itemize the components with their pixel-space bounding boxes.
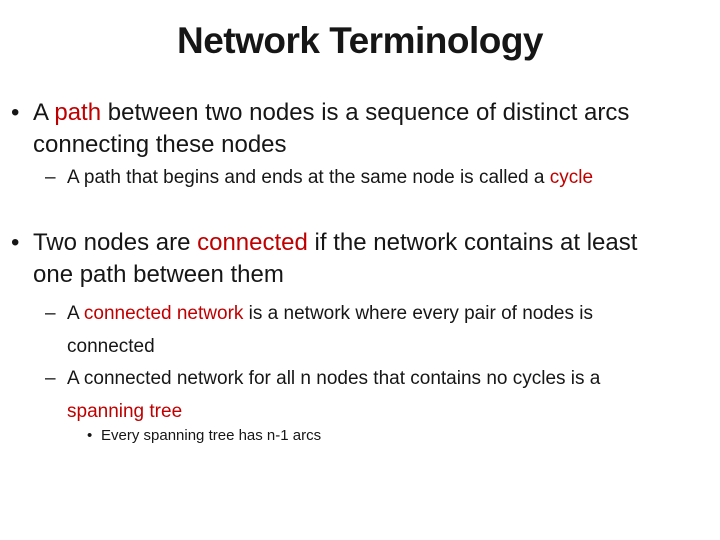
text-segment: A [67,303,84,324]
bullet-item-level2: –A connected network is a network where … [0,297,714,363]
text-line: spanning tree [67,395,714,428]
bullet-text: Two nodes are connected if the network c… [0,227,714,291]
bullet-text: A path that begins and ends at the same … [0,161,714,194]
text-line: Every spanning tree has n-1 arcs [101,425,714,447]
text-line: connected [67,330,714,363]
text-segment: connecting these nodes [33,131,287,158]
bullet-item-level1: • Two nodes are connected if the network … [0,227,714,291]
highlighted-term: connected network [83,303,244,324]
text-line: one path between them [33,259,714,291]
text-line: A connected network for all n nodes that… [67,362,714,395]
text-segment: A path that begins and ends at the same … [67,167,550,188]
text-line: A path between two nodes is a sequence o… [33,97,714,129]
bullet-item-level2: –A path that begins and ends at the same… [0,161,714,194]
text-segment: Every spanning tree has n-1 arcs [101,427,322,444]
text-segment: is a network where every pair of nodes i… [243,303,593,324]
dash-bullet-marker: – [45,303,56,324]
dot-bullet-marker: • [87,427,93,444]
highlighted-term: cycle [549,167,594,188]
text-segment: A [33,99,55,126]
text-segment: A connected network for all n nodes that… [67,368,601,389]
highlighted-term: connected [197,229,308,256]
text-segment: if the network contains at least [307,229,638,256]
text-segment: connected [67,336,155,357]
dash-bullet-marker: – [45,368,56,389]
text-line: A connected network is a network where e… [67,297,714,330]
text-segment: Two nodes are [33,229,198,256]
dot-bullet-marker: • [11,229,20,256]
bullet-text: A connected network for all n nodes that… [0,362,714,428]
slide-title: Network Terminology [176,20,544,61]
bullet-item-level2: –A connected network for all n nodes tha… [0,362,714,428]
highlighted-term: path [54,99,102,126]
bullet-item-level1: • A path between two nodes is a sequence … [0,97,714,161]
dash-bullet-marker: – [45,167,56,188]
bullet-text: A connected network is a network where e… [0,297,714,363]
bullet-item-level3: • Every spanning tree has n-1 arcs [0,425,714,447]
text-line: A path that begins and ends at the same … [67,161,714,194]
text-segment: one path between them [33,261,284,288]
text-line: Two nodes are connected if the network c… [33,227,714,259]
bullet-text: A path between two nodes is a sequence o… [0,97,714,161]
dot-bullet-marker: • [11,99,20,126]
bullet-text: Every spanning tree has n-1 arcs [0,425,714,447]
text-segment: between two nodes is a sequence of disti… [101,99,630,126]
text-line: connecting these nodes [33,129,714,161]
highlighted-term: spanning tree [67,401,183,422]
